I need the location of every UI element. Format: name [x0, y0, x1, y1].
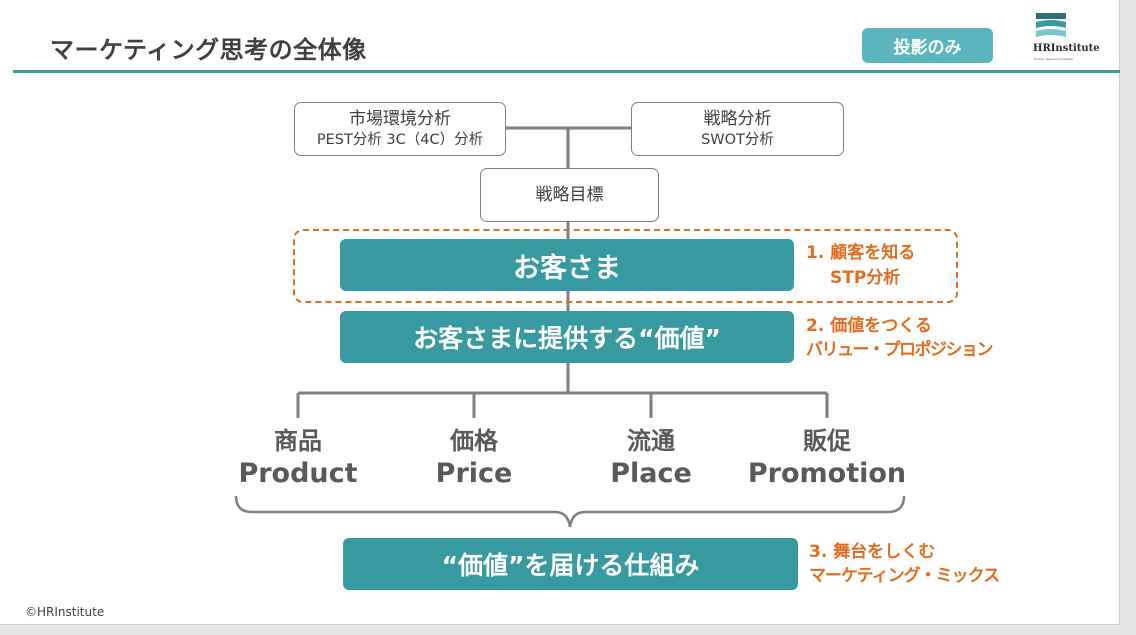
customer-dashed-frame	[293, 229, 958, 303]
delivery-mechanism-box: “価値”を届ける仕組み	[343, 538, 798, 590]
logo-subtext: Human Resource Institute	[1034, 57, 1073, 61]
mix-item-jp: 商品	[274, 427, 322, 455]
market-analysis-box: 市場環境分析 PEST分析 3C（4C）分析	[294, 102, 506, 156]
slide: マーケティング思考の全体像 投影のみ HRInstitute Human Res…	[0, 0, 1120, 625]
step2-note-method: バリュー・プロポジション	[806, 340, 994, 360]
strategy-goal-label: 戦略目標	[535, 185, 604, 205]
mix-item-jp: 販促	[803, 427, 851, 455]
copyright: ©HRInstitute	[25, 605, 105, 619]
connector-lines	[234, 126, 906, 528]
strategy-analysis-box: 戦略分析 SWOT分析	[631, 102, 844, 156]
logo-text: HRInstitute	[1033, 43, 1100, 54]
step2-note-title: 2. 価値をつくる	[806, 316, 932, 336]
projection-only-badge: 投影のみ	[862, 28, 993, 63]
mix-item-en: Place	[610, 458, 692, 489]
mix-item-place: 流通 Place	[610, 425, 692, 491]
value-box: お客さまに提供する“価値”	[340, 311, 794, 363]
mix-item-en: Promotion	[747, 458, 907, 489]
mix-item-product: 商品 Product	[238, 425, 357, 491]
mix-item-promotion: 販促 Promotion	[748, 425, 906, 491]
mix-brace	[234, 495, 906, 528]
mix-item-jp: 流通	[627, 427, 675, 455]
mix-item-en: Price	[435, 458, 513, 489]
market-analysis-title: 市場環境分析	[349, 109, 451, 129]
market-analysis-methods: PEST分析 3C（4C）分析	[316, 132, 484, 148]
mix-item-en: Product	[238, 458, 358, 489]
customer-box: お客さま	[340, 239, 794, 291]
hrinstitute-logo: HRInstitute Human Resource Institute	[1030, 12, 1100, 64]
step1-note-method: STP分析	[830, 268, 901, 288]
mix-item-jp: 価格	[450, 427, 498, 455]
step3-note-method: マーケティング・ミックス	[809, 566, 1000, 586]
strategy-goal-box: 戦略目標	[480, 168, 659, 222]
strategy-analysis-methods: SWOT分析	[701, 132, 774, 148]
title-underline	[13, 70, 1120, 73]
logo-wave-icon	[1036, 13, 1066, 37]
mix-item-price: 価格 Price	[436, 425, 513, 491]
step3-note-title: 3. 舞台をしくむ	[809, 542, 936, 562]
step1-note-title: 1. 顧客を知る	[806, 243, 916, 263]
strategy-analysis-title: 戦略分析	[703, 109, 772, 129]
page-title: マーケティング思考の全体像	[50, 36, 367, 64]
